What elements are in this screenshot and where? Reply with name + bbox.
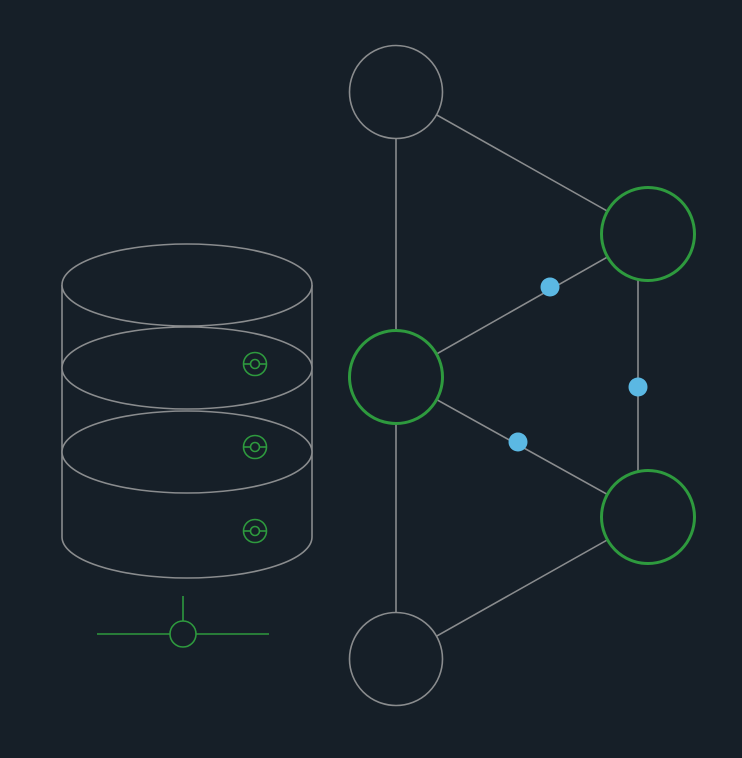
network-node-n5 — [600, 469, 696, 565]
edge-dot-icon — [540, 277, 560, 297]
network-node-n4 — [600, 186, 696, 282]
network-node-n3 — [348, 611, 444, 707]
network-node-n1 — [348, 44, 444, 140]
network-nodes — [348, 44, 696, 707]
network-node-n2 — [348, 329, 444, 425]
edge-dot-icon — [628, 377, 648, 397]
database-cylinder-icon — [61, 243, 313, 579]
database-layer-3 — [61, 410, 313, 494]
network-graph-icon — [348, 44, 696, 707]
database-layer-1 — [61, 243, 313, 327]
edge-dot-icon — [508, 432, 528, 452]
database-bottom-cap — [61, 536, 313, 579]
status-indicator-icon — [242, 351, 268, 377]
network-connector-icon — [97, 596, 269, 648]
status-indicator-icon — [242, 434, 268, 460]
status-indicator-icon — [242, 518, 268, 544]
database-layer-2 — [61, 326, 313, 410]
network-edge — [395, 516, 649, 660]
network-edge — [395, 233, 649, 378]
network-edge-dots — [508, 277, 648, 452]
network-edge — [395, 91, 649, 235]
